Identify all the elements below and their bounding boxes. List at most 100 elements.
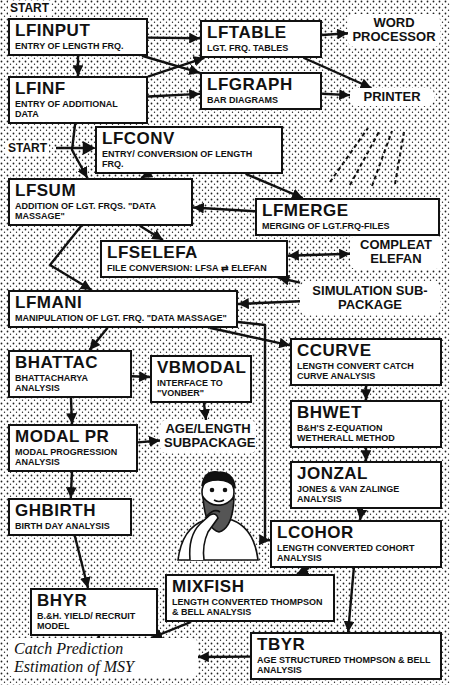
- process-box: LFGRAPHBAR DIAGRAMS: [200, 72, 322, 110]
- process-box: LFINPUTENTRY OF LENGTH FRQ.: [8, 18, 148, 56]
- program-name: VBMODAL: [157, 359, 245, 378]
- flow-arrow: [71, 472, 72, 498]
- program-name: JONZAL: [297, 465, 435, 484]
- flow-arrow: [132, 375, 150, 378]
- process-box: GHBIRTHBIRTH DAY ANALYSIS: [8, 498, 132, 536]
- program-description: MANIPULATION OF LGT. FRQ. "DATA MASSAGE": [15, 313, 231, 323]
- process-box: CCURVELENGTH CONVERT CATCH CURVE ANALYSI…: [290, 338, 442, 386]
- process-box: LFMERGEMERGING OF LGT.FRQ-FILES: [255, 198, 440, 236]
- program-description: BIRTH DAY ANALYSIS: [15, 521, 125, 531]
- flow-arrow: [360, 509, 362, 520]
- flow-arrow: [204, 403, 206, 420]
- program-description: BHATTACHARYA ANALYSIS: [15, 373, 125, 393]
- program-name: LFGRAPH: [207, 76, 315, 95]
- program-description: LENGTH CONVERTED THOMPSON & BELL ANALYSI…: [172, 597, 328, 617]
- process-box: LCOHORLENGTH CONVERTED COHORT ANALYSIS: [270, 520, 442, 568]
- thinking-man: [178, 472, 258, 560]
- flow-arrow: [71, 398, 72, 424]
- node-text: COMPLEAT ELEFAN: [354, 238, 438, 267]
- process-box: LFTABLELGT. FRQ. TABLES: [200, 20, 322, 58]
- program-name: LFMANI: [15, 294, 231, 313]
- process-box: VBMODALINTERFACE TO "VONBER": [150, 355, 252, 403]
- start-label: START: [8, 1, 51, 15]
- flow-arrow: [322, 33, 348, 35]
- program-name: LFINF: [15, 80, 141, 99]
- program-name: MIXFISH: [172, 578, 328, 597]
- process-box: LFSELEFAFILE CONVERSION: LFSA ⇄ ELEFAN: [100, 240, 288, 278]
- process-box: LFMANIMANIPULATION OF LGT. FRQ. "DATA MA…: [8, 290, 238, 328]
- flow-arrow: [89, 328, 107, 350]
- flow-arrow: [348, 568, 354, 632]
- flow-arrow: [193, 208, 255, 212]
- start-arrow: [56, 143, 93, 153]
- program-name: MODAL PR: [15, 428, 131, 447]
- flow-arrow: [75, 536, 88, 588]
- flow-arrow: [148, 58, 204, 77]
- program-description: B.&H. YIELD/ RECRUIT MODEL: [37, 611, 151, 631]
- process-box: BHYRB.&H. YIELD/ RECRUIT MODEL: [30, 588, 158, 636]
- node-text: PRINTER: [354, 90, 430, 104]
- program-name: LFCONV: [102, 130, 276, 149]
- program-description: ADDITION OF LGT. FRQS. "DATA MASSAGE": [15, 201, 186, 221]
- program-name: BHWET: [297, 404, 435, 423]
- node-text: WORD PROCESSOR: [352, 16, 436, 45]
- program-name: GHBIRTH: [15, 502, 125, 521]
- text-node: SIMULATION SUB-PACKAGE: [300, 282, 440, 315]
- flow-arrow: [198, 655, 250, 658]
- flow-arrow: [246, 174, 303, 198]
- process-box: JONZALJONES & VAN ZALINGE ANALYSIS: [290, 461, 442, 509]
- text-node: Catch Prediction Estimation of MSY: [8, 638, 198, 677]
- program-name: LFSELEFA: [107, 244, 281, 263]
- flow-arrow: [72, 124, 87, 178]
- flow-arrow: [77, 56, 79, 76]
- process-box: LFCONVENTRY/ CONVERSION OF LENGTH FRQ.: [95, 126, 283, 174]
- flow-arrow: [238, 301, 300, 304]
- program-name: LFINPUT: [15, 22, 141, 41]
- program-description: ENTRY OF ADDITIONAL DATA: [15, 99, 141, 119]
- flow-arrow: [288, 254, 350, 256]
- program-name: LCOHOR: [277, 524, 435, 543]
- process-box: LFINFENTRY OF ADDITIONAL DATA: [8, 76, 148, 124]
- flow-arrow: [138, 440, 160, 442]
- node-text: Catch Prediction Estimation of MSY: [14, 640, 192, 675]
- text-node: COMPLEAT ELEFAN: [350, 236, 442, 269]
- program-description: BAR DIAGRAMS: [207, 95, 315, 105]
- flow-arrow: [365, 386, 367, 400]
- program-description: B&H'S Z-EQUATION WETHERALL METHOD: [297, 423, 435, 443]
- program-name: LFSUM: [15, 182, 186, 201]
- program-description: JONES & VAN ZALINGE ANALYSIS: [297, 484, 435, 504]
- process-box: MIXFISHLENGTH CONVERTED THOMPSON & BELL …: [165, 574, 335, 622]
- program-description: AGE STRUCTURED THOMPSON & BELL ANALYSIS: [257, 655, 435, 675]
- flow-arrow: [148, 94, 200, 97]
- flow-arrow: [142, 56, 200, 73]
- process-box: BHWETB&H'S Z-EQUATION WETHERALL METHOD: [290, 400, 442, 448]
- text-node: PRINTER: [350, 88, 434, 106]
- text-node: WORD PROCESSOR: [348, 14, 440, 47]
- printer-dashed-rays: [330, 128, 404, 186]
- process-box: MODAL PRMODAL PROGRESSION ANALYSIS: [8, 424, 138, 472]
- program-description: LGT. FRQ. TABLES: [207, 43, 315, 53]
- flow-arrow: [210, 328, 290, 346]
- flow-arrow: [322, 94, 350, 95]
- flow-arrow: [148, 36, 200, 39]
- program-description: LENGTH CONVERT CATCH CURVE ANALYSIS: [297, 361, 435, 381]
- program-name: BHYR: [37, 592, 151, 611]
- program-description: ENTRY OF LENGTH FRQ.: [15, 41, 141, 51]
- program-name: BHATTAC: [15, 354, 125, 373]
- text-node: AGE/LENGTH SUBPACKAGE: [160, 420, 256, 453]
- node-text: SIMULATION SUB-PACKAGE: [304, 284, 436, 313]
- program-name: CCURVE: [297, 342, 435, 361]
- program-description: INTERFACE TO "VONBER": [157, 378, 245, 398]
- program-description: LENGTH CONVERTED COHORT ANALYSIS: [277, 543, 435, 563]
- program-description: ENTRY/ CONVERSION OF LENGTH FRQ.: [102, 149, 276, 169]
- process-box: LFSUMADDITION OF LGT. FRQS. "DATA MASSAG…: [8, 178, 193, 226]
- program-description: FILE CONVERSION: LFSA ⇄ ELEFAN: [107, 263, 281, 273]
- program-description: MERGING OF LGT.FRQ-FILES: [262, 221, 433, 231]
- flow-arrow: [50, 226, 92, 290]
- program-name: TBYR: [257, 636, 435, 655]
- program-description: MODAL PROGRESSION ANALYSIS: [15, 447, 131, 467]
- flow-arrow: [365, 448, 367, 461]
- node-text: AGE/LENGTH SUBPACKAGE: [164, 422, 252, 451]
